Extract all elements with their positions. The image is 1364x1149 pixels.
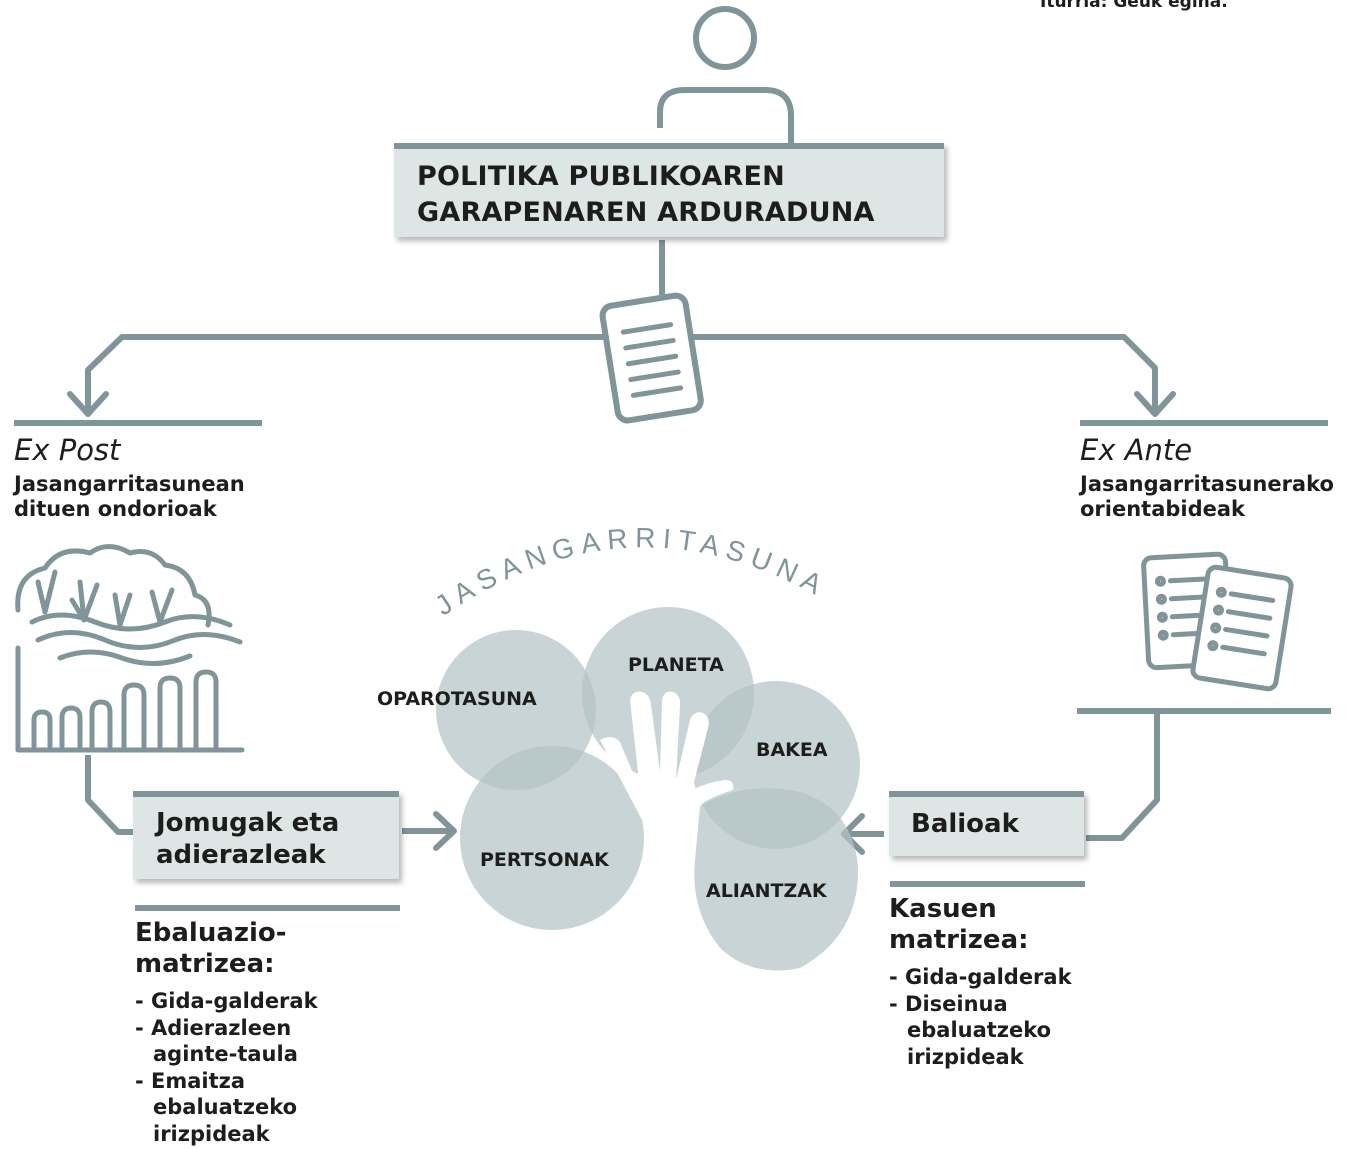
circle-pertsonak bbox=[460, 746, 644, 930]
arrow-down-right-icon bbox=[1134, 391, 1176, 417]
label-oparotasuna: OPAROTASUNA bbox=[377, 688, 537, 710]
ex-ante-sub-1: Jasangarritasunerako bbox=[1080, 472, 1334, 496]
ex-post-header: Ex Post Jasangarritasunean dituen ondori… bbox=[14, 433, 245, 522]
connector-lines bbox=[85, 240, 1160, 841]
kasuen-matrix: Kasuen matrizea: Gida-galderak Diseinuae… bbox=[889, 894, 1072, 1070]
arrow-right-icon bbox=[433, 811, 457, 851]
circle-aliantzak bbox=[694, 788, 859, 971]
checklist-icon bbox=[1141, 551, 1294, 692]
label-planeta: PLANETA bbox=[628, 654, 724, 676]
jomugak-line-2: adierazleak bbox=[156, 840, 326, 870]
ex-post-sub-1: Jasangarritasunean bbox=[14, 472, 245, 496]
label-pertsonak: PERTSONAK bbox=[480, 849, 609, 871]
label-aliantzak: ALIANTZAK bbox=[706, 880, 827, 902]
kasuen-title-1: Kasuen bbox=[889, 894, 997, 924]
ex-post-label: Ex Post bbox=[14, 433, 121, 467]
list-item: Gida-galderak bbox=[135, 988, 318, 1015]
ebaluazio-title-2: matrizea: bbox=[135, 949, 275, 979]
header-rules bbox=[14, 420, 1331, 911]
jomugak-line-1: Jomugak eta bbox=[156, 808, 340, 838]
person-icon bbox=[657, 6, 794, 146]
arrow-down-left-icon bbox=[67, 391, 109, 417]
balioak-label: Balioak bbox=[911, 809, 1019, 839]
title-line-2: GARAPENAREN ARDURADUNA bbox=[417, 197, 875, 228]
forest-chart-icon bbox=[15, 544, 245, 753]
ex-ante-label: Ex Ante bbox=[1080, 433, 1193, 467]
ex-post-sub-2: dituen ondorioak bbox=[14, 497, 217, 521]
kasuen-title-2: matrizea: bbox=[889, 925, 1029, 955]
responsible-title-box: POLITIKA PUBLIKOAREN GARAPENAREN ARDURAD… bbox=[394, 143, 944, 237]
title-line-1: POLITIKA PUBLIKOAREN bbox=[417, 161, 785, 192]
balioak-box: Balioak bbox=[889, 791, 1084, 856]
ex-ante-header: Ex Ante Jasangarritasunerako orientabide… bbox=[1080, 433, 1334, 522]
ebaluazio-title-1: Ebaluazio- bbox=[135, 918, 287, 948]
ebaluazio-matrix: Ebaluazio- matrizea: Gida-galderak Adier… bbox=[135, 918, 318, 1147]
sustainability-circles bbox=[436, 607, 860, 971]
document-icon bbox=[599, 292, 704, 424]
list-item: Gida-galderak bbox=[889, 964, 1072, 991]
kasuen-list: Gida-galderak Diseinuaebaluatzekoirizpid… bbox=[889, 964, 1072, 1070]
label-bakea: BAKEA bbox=[756, 739, 828, 761]
jomugak-box: Jomugak eta adierazleak bbox=[133, 791, 399, 879]
arc-title: JASANGARRITASUNA bbox=[429, 522, 833, 621]
source-note: Iturria: Geuk egina. bbox=[1040, 0, 1228, 12]
ex-ante-sub-2: orientabideak bbox=[1080, 497, 1246, 521]
hand-icon bbox=[600, 691, 734, 852]
